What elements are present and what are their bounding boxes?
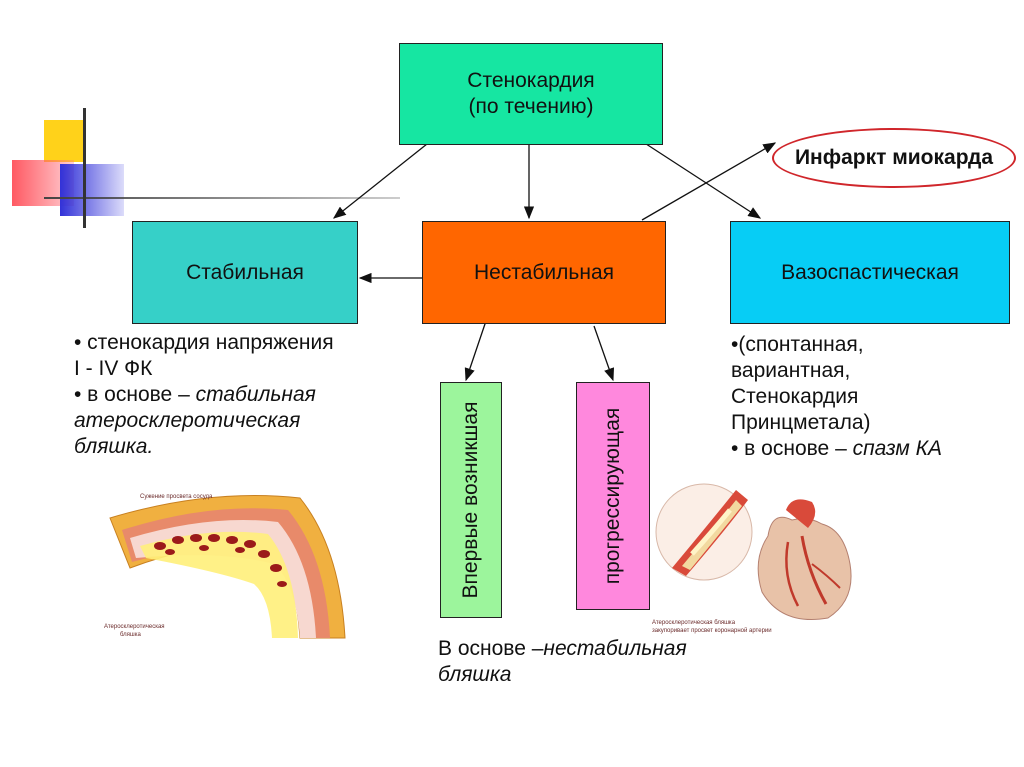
- unstable-note-line2-text: бляшка: [438, 663, 512, 686]
- arrow-unstable-to-infarct: [641, 142, 777, 221]
- yellow-square: [44, 120, 84, 162]
- root-line2: (по течению): [468, 95, 594, 118]
- unstable-box: Нестабильная: [422, 221, 666, 324]
- infarct-label: Инфаркт миокарда: [794, 146, 994, 169]
- vaso-note-italic: спазм КА: [852, 437, 943, 460]
- vaso-note-prefix: • в основе –: [731, 437, 853, 460]
- vaso-note-line5: • в основе – спазм КА: [731, 436, 1021, 462]
- vaso-notes: •(спонтанная, вариантная, Стенокардия Пр…: [731, 332, 1021, 462]
- arrow-unstable-to-progressive: [593, 325, 615, 382]
- vasospastic-box: Вазоспастическая: [730, 221, 1010, 324]
- root-line1: Стенокардия: [467, 69, 595, 92]
- first-onset-box: Впервые возникшая: [440, 382, 502, 618]
- stable-note-line4: атеросклеротическая: [74, 408, 414, 434]
- stable-label: Стабильная: [186, 260, 304, 284]
- first-onset-label: Впервые возникшая: [459, 401, 482, 599]
- divider-line: [44, 197, 400, 199]
- stable-note-line5: бляшка.: [74, 434, 414, 460]
- blue-square: [60, 164, 124, 216]
- stable-note-line3: • в основе – стабильная: [74, 382, 414, 408]
- vaso-note-line2: вариантная,: [731, 359, 851, 382]
- arrow-root-to-stable: [332, 139, 433, 219]
- stable-note-italic: стабильная: [195, 383, 316, 406]
- unstable-note-line2: бляшка: [438, 662, 758, 688]
- heart-caption-1: Атеросклеротическая бляшка: [652, 620, 736, 626]
- infarct-ellipse: Инфаркт миокарда: [772, 128, 1016, 188]
- artery-caption-bottom-2: бляшка: [120, 632, 141, 638]
- progressive-box: прогрессирующая: [576, 382, 650, 610]
- stable-note-prefix: • в основе –: [74, 383, 196, 406]
- stable-note-line1: • стенокардия напряжения: [74, 331, 334, 354]
- vaso-note-line3: Стенокардия: [731, 385, 859, 408]
- unstable-note-line1: В основе –нестабильная: [438, 636, 758, 662]
- unstable-notes: В основе –нестабильная бляшка: [438, 636, 758, 688]
- unstable-label: Нестабильная: [473, 260, 614, 284]
- heart-illustration: Атеросклеротическая бляшка закупоривает …: [652, 483, 852, 634]
- stable-note-line5-text: бляшка.: [74, 435, 154, 458]
- stable-notes: • стенокардия напряжения I - IV ФК • в о…: [74, 330, 414, 460]
- arrow-root-to-vaso: [639, 139, 762, 219]
- artery-caption-top: Сужение просвета сосуда: [140, 494, 213, 500]
- vasospastic-label: Вазоспастическая: [781, 260, 959, 284]
- vaso-note-line4: Принцметала): [731, 411, 871, 434]
- arrow-unstable-to-first: [464, 317, 488, 382]
- artery-illustration: Сужение просвета сосуда Атеросклеротичес…: [104, 494, 346, 639]
- progressive-label: прогрессирующая: [601, 407, 624, 585]
- unstable-note-prefix: В основе –: [438, 637, 544, 660]
- heart-caption-2: закупоривает просвет коронарной артерии: [652, 627, 772, 634]
- stable-note-line4-text: атеросклеротическая: [74, 409, 301, 432]
- vertical-line: [83, 108, 86, 228]
- stable-note-line2: I - IV ФК: [74, 357, 153, 380]
- root-box: Стенокардия (по течению): [399, 43, 663, 145]
- unstable-note-italic: нестабильная: [543, 637, 687, 660]
- vaso-note-line1: •(спонтанная,: [731, 333, 864, 356]
- stable-box: Стабильная: [132, 221, 358, 324]
- artery-caption-bottom-1: Атеросклеротическая: [104, 624, 165, 630]
